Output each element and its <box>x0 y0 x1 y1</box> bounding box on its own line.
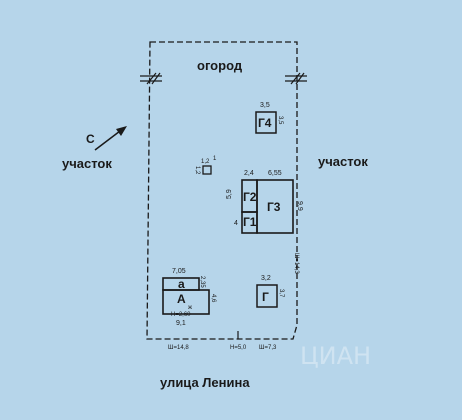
building-house-A-material: ж <box>188 305 192 311</box>
north-label: С <box>86 132 95 146</box>
garden-label: огород <box>197 58 243 73</box>
building-g-dim-top: 3,2 <box>261 275 271 282</box>
building-house-A <box>162 289 210 315</box>
bottom-left-mark: Ш=14,8 <box>168 345 189 351</box>
building-g3-name: Г3 <box>267 200 281 214</box>
street-label: улица Ленина <box>160 375 250 390</box>
building-g1 <box>241 211 258 234</box>
small-structure-name: 1 <box>213 156 217 162</box>
small-structure <box>202 165 212 175</box>
building-g4-dim-side: 3,5 <box>277 116 283 125</box>
watermark: ЦИАН <box>300 342 371 370</box>
building-g4 <box>255 111 277 134</box>
north-arrow-icon <box>94 126 127 151</box>
building-g3-dim-side: 9,9 <box>296 201 303 211</box>
plot-boundary <box>146 41 298 340</box>
building-g4-dim-top: 3,5 <box>260 102 270 109</box>
building-g3-dim-top: 6,55 <box>268 170 282 177</box>
building-g2-name: Г2 <box>243 190 257 204</box>
bottom-center-mark: Н=5,0 <box>230 345 247 351</box>
building-g2-dim-top: 2,4 <box>244 170 254 177</box>
building-g-dim-side: 3,7 <box>278 289 284 298</box>
bottom-right-mark: Ш=7,3 <box>259 345 277 351</box>
plot-right-label: участок <box>318 154 368 169</box>
building-g4-name: Г4 <box>258 116 272 130</box>
plot-left-label: участок <box>62 156 112 171</box>
small-structure-dim-side: 1,2 <box>194 166 200 175</box>
building-house-A-dim-bottom: 9,1 <box>176 320 186 327</box>
break-mark-right <box>285 72 307 85</box>
building-annex-a-name: а <box>178 277 185 291</box>
building-g <box>256 284 278 308</box>
building-g1-name: Г1 <box>243 215 257 229</box>
building-house-A-height: Н=2,60 <box>171 312 191 318</box>
building-annex-a-dim-side: 2,35 <box>199 276 205 288</box>
building-g2-dim-side: 5,9 <box>226 189 233 199</box>
building-g-name: Г <box>262 290 269 304</box>
break-mark-left <box>140 72 162 85</box>
building-annex-a-dim-top: 7,05 <box>172 268 186 275</box>
building-house-A-dim-side: 4,6 <box>210 294 216 303</box>
building-g1-dim-side: 4 <box>234 220 238 227</box>
right-side-mark: Ш=14,3 <box>293 253 299 274</box>
small-structure-dim-top: 1,2 <box>201 159 210 165</box>
building-house-A-name: А <box>177 292 186 306</box>
